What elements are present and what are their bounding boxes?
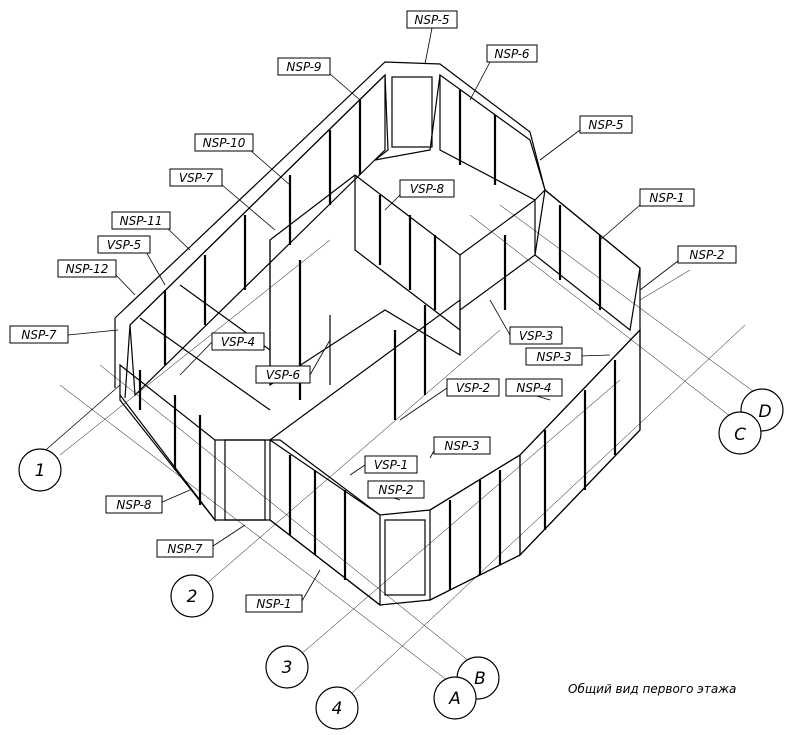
axis-marker-4: 4 [315,686,359,730]
label-nsp5-top: NSP-5 [406,10,458,29]
svg-text:NSP-4: NSP-4 [516,381,551,395]
axis-marker-2: 2 [170,574,214,618]
svg-text:VSP-6: VSP-6 [266,368,301,382]
svg-text:NSP-8: NSP-8 [116,498,152,512]
svg-text:NSP-1: NSP-1 [256,597,291,611]
label-vsp7: VSP-7 [169,168,223,187]
svg-text:VSP-1: VSP-1 [374,458,408,472]
label-vsp4: VSP-4 [211,332,265,351]
svg-text:NSP-3: NSP-3 [444,439,479,453]
svg-text:NSP-11: NSP-11 [120,214,163,228]
svg-text:1: 1 [35,461,46,481]
label-nsp1-bottom: NSP-1 [245,594,303,613]
label-nsp5-right: NSP-5 [579,115,633,134]
axis-marker-a: A [433,676,477,720]
label-vsp5: VSP-5 [97,235,151,254]
label-leaders [31,27,679,602]
axis-marker-3: 3 [265,645,309,689]
svg-text:VSP-7: VSP-7 [179,171,214,185]
label-nsp12: NSP-12 [57,259,117,278]
svg-text:D: D [758,402,771,422]
label-vsp8: VSP-8 [399,179,455,198]
label-nsp3-front: NSP-3 [433,436,491,455]
svg-text:VSP-8: VSP-8 [410,182,445,196]
svg-text:NSP-7: NSP-7 [21,328,57,342]
svg-text:NSP-5: NSP-5 [588,118,623,132]
svg-text:C: C [734,425,746,445]
svg-text:4: 4 [332,699,343,719]
svg-text:NSP-3: NSP-3 [536,350,571,364]
svg-text:B: B [474,669,486,689]
axis-markers: 1 2 3 4 B A D C [18,388,784,730]
grid-lines [59,204,766,696]
label-nsp4: NSP-4 [505,378,563,397]
svg-text:NSP-1: NSP-1 [649,191,684,205]
svg-text:NSP-2: NSP-2 [689,248,724,262]
svg-text:NSP-9: NSP-9 [286,60,321,74]
label-nsp7-left: NSP-7 [9,325,69,344]
svg-text:NSP-10: NSP-10 [203,136,246,150]
label-vsp6: VSP-6 [255,365,311,384]
label-vsp2: VSP-2 [446,378,500,397]
svg-text:NSP-5: NSP-5 [414,13,449,27]
label-nsp2-front: NSP-2 [367,480,425,499]
svg-text:NSP-6: NSP-6 [494,47,530,61]
svg-text:A: A [448,689,461,709]
drawing-caption: Общий вид первого этажа [568,682,736,696]
label-nsp1-right: NSP-1 [639,188,695,207]
svg-text:NSP-2: NSP-2 [378,483,413,497]
wall-studs [138,90,617,590]
svg-text:VSP-5: VSP-5 [107,238,141,252]
svg-text:2: 2 [187,587,198,607]
label-nsp10: NSP-10 [194,133,254,152]
label-nsp8: NSP-8 [105,495,163,514]
label-nsp6: NSP-6 [486,44,538,63]
svg-text:VSP-4: VSP-4 [221,335,255,349]
svg-text:NSP-7: NSP-7 [167,542,203,556]
label-vsp3: VSP-3 [509,326,563,345]
label-nsp7-bottom: NSP-7 [156,539,214,558]
svg-text:3: 3 [282,658,293,678]
label-nsp3-right: NSP-3 [525,347,583,366]
label-vsp1: VSP-1 [364,455,418,474]
svg-text:VSP-3: VSP-3 [519,329,553,343]
svg-text:NSP-12: NSP-12 [66,262,109,276]
label-nsp9: NSP-9 [277,57,331,76]
label-nsp2-right: NSP-2 [677,245,737,264]
panel-labels: NSP-5 NSP-6 NSP-9 NSP-5 NSP-10 VSP-7 VSP… [9,10,737,613]
label-nsp11: NSP-11 [111,211,171,230]
axis-marker-1: 1 [18,448,62,492]
axis-marker-c: C [718,411,762,455]
svg-text:VSP-2: VSP-2 [456,381,490,395]
